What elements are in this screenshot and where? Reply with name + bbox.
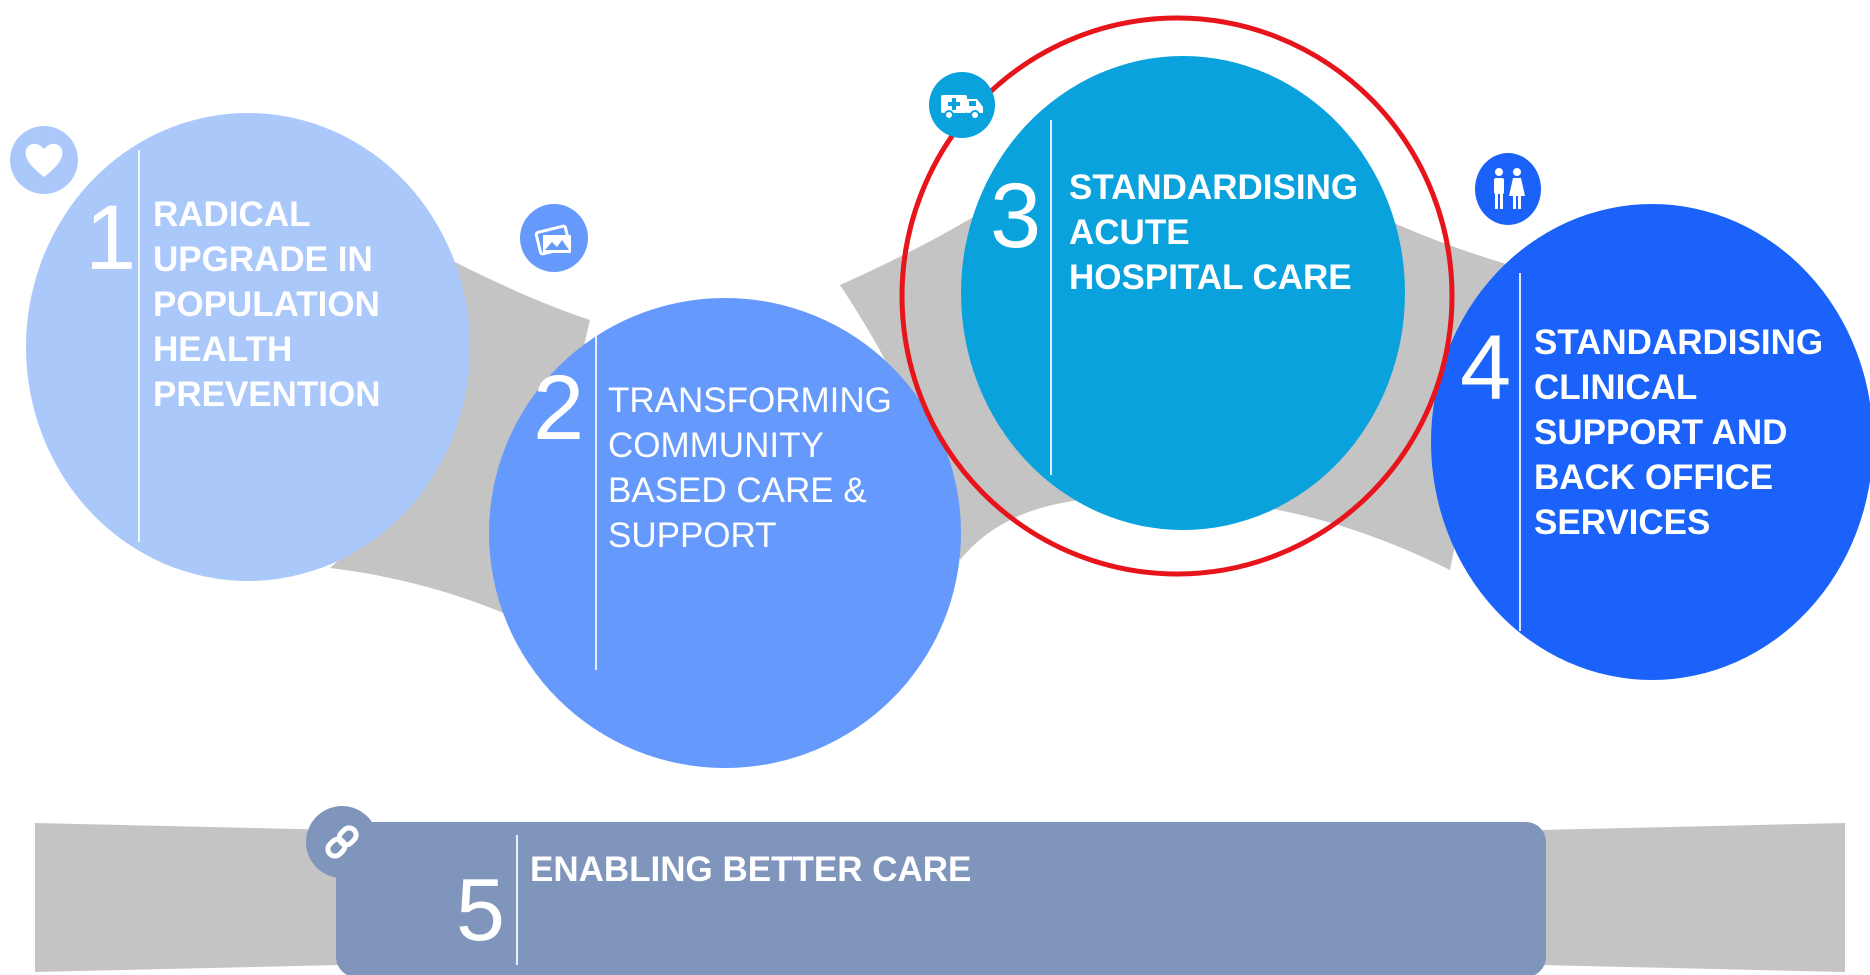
stage-label-3-line-1: STANDARDISING (1069, 168, 1359, 207)
enabler-divider (516, 835, 518, 965)
stage-label-3-line-3: HOSPITAL CARE (1069, 258, 1352, 297)
stage-label-1-line-3: POPULATION (153, 285, 380, 324)
bar5-left-wing (35, 823, 340, 972)
stage-circle-3 (961, 56, 1405, 530)
stage-label-1: RADICAL UPGRADE IN POPULATION HEALTH PRE… (153, 192, 381, 417)
stage-label-1-line-2: UPGRADE IN (153, 240, 373, 279)
stage-divider-4 (1519, 273, 1521, 631)
stage-label-2: TRANSFORMING COMMUNITY BASED CARE & SUPP… (608, 378, 892, 558)
stage-circle-1 (26, 113, 470, 581)
stage-label-3: STANDARDISING ACUTE HOSPITAL CARE (1069, 165, 1358, 300)
stage-divider-2 (595, 312, 597, 670)
stage-label-4-line-3: SUPPORT AND (1534, 413, 1788, 452)
stage-label-1-line-5: PREVENTION (153, 375, 381, 414)
stage-label-1-line-1: RADICAL (153, 195, 311, 234)
stage-number-4: 4 (1460, 317, 1512, 419)
highlight-ring (899, 15, 1455, 577)
stage-label-2-line-2: COMMUNITY (608, 426, 824, 465)
stage-circle-4 (1431, 204, 1870, 680)
stage-label-1-line-4: HEALTH (153, 330, 293, 369)
ambulance-icon (929, 72, 995, 138)
stage-divider-1 (138, 150, 140, 542)
link-icon (306, 806, 378, 878)
stage-label-2-line-3: BASED CARE & (608, 471, 867, 510)
bar5-right-wing (1540, 823, 1845, 972)
people-icon (1475, 153, 1541, 225)
stage-label-4: STANDARDISING CLINICAL SUPPORT AND BACK … (1534, 320, 1823, 545)
picture-icon (520, 204, 588, 272)
stage-number-3: 3 (990, 165, 1042, 267)
stage-divider-3 (1050, 120, 1052, 475)
stage-label-3-line-2: ACUTE (1069, 213, 1190, 252)
stage-label-4-line-5: SERVICES (1534, 503, 1711, 542)
stage-label-4-line-2: CLINICAL (1534, 368, 1698, 407)
stage-label-4-line-1: STANDARDISING (1534, 323, 1824, 362)
stage-number-2: 2 (533, 357, 585, 459)
heart-icon (10, 126, 78, 194)
stage-label-4-line-4: BACK OFFICE (1534, 458, 1774, 497)
enabler-label: ENABLING BETTER CARE (530, 850, 972, 889)
enabler-bar (336, 822, 1546, 975)
stage-label-2-line-1: TRANSFORMING (608, 381, 892, 420)
enabler-number: 5 (456, 860, 505, 959)
stage-circle-2 (489, 298, 961, 768)
stage-label-2-line-4: SUPPORT (608, 516, 777, 555)
stage-number-1: 1 (85, 187, 137, 289)
